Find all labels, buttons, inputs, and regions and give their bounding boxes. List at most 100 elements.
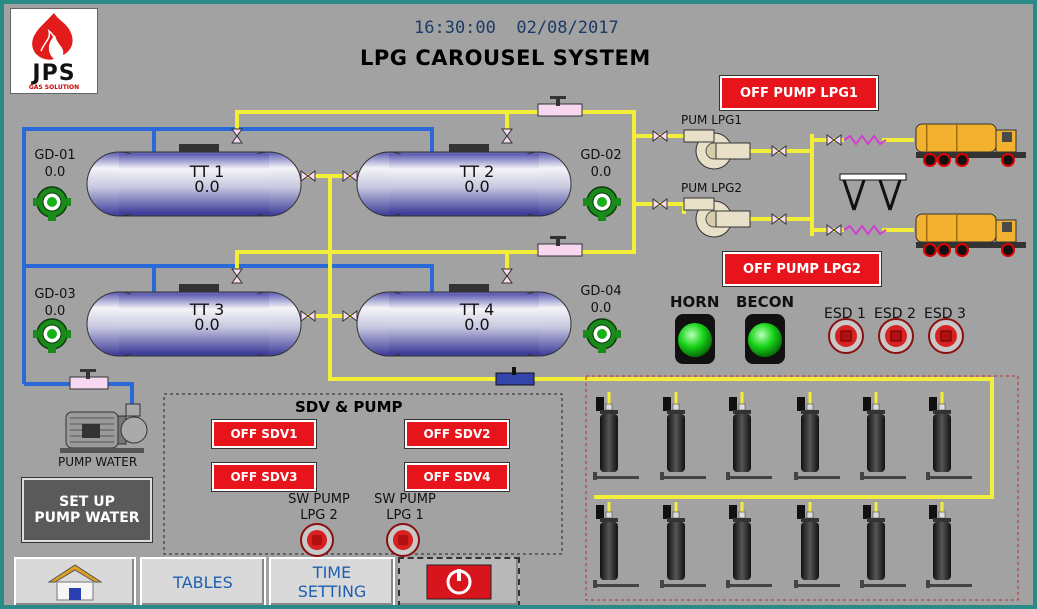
flame-icon <box>32 13 73 60</box>
sw-pump-lpg2-label: SW PUMP LPG 2 <box>288 492 350 523</box>
power-icon <box>426 564 492 600</box>
gas-cylinder-icon <box>925 396 973 481</box>
off-sdv2-button[interactable]: OFF SDV2 <box>405 420 509 448</box>
gas-detector-icon <box>582 318 622 354</box>
gas-cylinder-icon <box>592 396 640 481</box>
valve-icon[interactable] <box>771 213 787 225</box>
tank-name: TT 2 <box>459 162 495 181</box>
logo-text: JPS <box>32 61 76 86</box>
tank-tt4[interactable] <box>356 284 572 357</box>
barrier-icon <box>839 173 907 211</box>
becon-label: BECON <box>736 293 794 311</box>
valve-icon[interactable] <box>300 170 316 182</box>
valve-icon[interactable] <box>652 130 668 142</box>
valve-icon[interactable] <box>231 128 243 144</box>
pump-lpg2-icon[interactable] <box>683 197 751 238</box>
gas-cylinder-icon <box>859 396 907 481</box>
sw-pump-lpg1-label: SW PUMP LPG 1 <box>374 492 436 523</box>
power-button[interactable] <box>398 557 520 605</box>
gd-value: 0.0 <box>44 304 66 319</box>
gas-cylinder-icon <box>925 504 973 589</box>
sdv-valve-icon[interactable] <box>69 369 109 390</box>
tank-name: TT 4 <box>459 300 495 319</box>
water-pump-icon[interactable] <box>60 403 148 453</box>
tank-tt2-label: TT 2 0.0 <box>437 162 517 196</box>
off-sdv1-button[interactable]: OFF SDV1 <box>212 420 316 448</box>
tank-value: 0.0 <box>464 315 490 334</box>
sdv-panel-title: SDV & PUMP <box>295 398 403 416</box>
tank-tt1[interactable] <box>86 144 302 217</box>
horn-lamp-icon <box>675 314 715 364</box>
valve-icon[interactable] <box>826 224 842 236</box>
gd-label: GD-01 <box>34 148 76 163</box>
gas-cylinder-icon <box>725 396 773 481</box>
gd-value: 0.0 <box>590 165 612 180</box>
horn-label: HORN <box>670 293 720 311</box>
setup-pump-water-button[interactable]: SET UP PUMP WATER <box>22 478 152 542</box>
valve-icon[interactable] <box>300 310 316 322</box>
sdv-valve-icon[interactable] <box>495 367 535 386</box>
pump-water-label: PUMP WATER <box>58 455 138 469</box>
gd-value: 0.0 <box>590 301 612 316</box>
tank-name: TT 1 <box>189 162 225 181</box>
esd1-button[interactable] <box>828 318 864 354</box>
tanker-truck-icon <box>915 213 1027 257</box>
water-pipes <box>22 127 434 406</box>
gd-value: 0.0 <box>44 165 66 180</box>
tank-tt1-label: TT 1 0.0 <box>167 162 247 196</box>
valve-icon[interactable] <box>771 145 787 157</box>
valve-icon[interactable] <box>342 170 358 182</box>
pump-lpg2-label: PUM LPG2 <box>681 181 743 195</box>
valve-icon[interactable] <box>826 134 842 146</box>
gas-cylinder-icon <box>793 504 841 589</box>
valve-icon[interactable] <box>652 198 668 210</box>
gas-cylinder-icon <box>659 396 707 481</box>
sw-pump-lpg1-button[interactable] <box>386 523 420 557</box>
pump-lpg1-icon[interactable] <box>683 129 751 170</box>
tank-value: 0.0 <box>464 177 490 196</box>
gd-label: GD-03 <box>34 287 76 302</box>
page-title: LPG CAROUSEL SYSTEM <box>360 46 651 70</box>
off-sdv4-button[interactable]: OFF SDV4 <box>405 463 509 491</box>
gas-cylinder-icon <box>859 504 907 589</box>
tables-button[interactable]: TABLES <box>140 557 266 605</box>
gd-04-readout: GD-04 0.0 <box>576 283 626 317</box>
home-button[interactable] <box>14 557 136 605</box>
tank-tt3[interactable] <box>86 284 302 357</box>
valve-icon[interactable] <box>342 310 358 322</box>
gd-label: GD-02 <box>580 148 622 163</box>
esd1-label: ESD 1 <box>824 306 866 322</box>
tank-tt3-label: TT 3 0.0 <box>167 302 247 334</box>
datetime-display: 16:30:00 02/08/2017 <box>414 18 619 38</box>
off-pump-lpg2-button[interactable]: OFF PUMP LPG2 <box>723 252 881 286</box>
gd-02-readout: GD-02 0.0 <box>576 147 626 181</box>
sdv-valve-icon[interactable] <box>537 236 583 257</box>
valve-icon[interactable] <box>501 268 513 284</box>
gas-detector-icon <box>32 186 72 222</box>
tank-value: 0.0 <box>194 315 220 334</box>
gas-cylinder-icon <box>592 504 640 589</box>
filling-station-frame <box>585 375 1019 601</box>
gas-cylinder-icon <box>659 504 707 589</box>
tanker-truck-icon <box>915 123 1027 167</box>
sw-pump-lpg2-button[interactable] <box>300 523 334 557</box>
gas-cylinder-icon <box>725 504 773 589</box>
esd3-button[interactable] <box>928 318 964 354</box>
esd2-label: ESD 2 <box>874 306 916 322</box>
sdv-valve-icon[interactable] <box>537 96 583 117</box>
company-logo: JPS GAS SOLUTION <box>10 8 98 94</box>
gd-label: GD-04 <box>580 284 622 299</box>
logo-subtitle: GAS SOLUTION <box>28 84 80 91</box>
valve-icon[interactable] <box>501 128 513 144</box>
becon-lamp-icon <box>745 314 785 364</box>
off-sdv3-button[interactable]: OFF SDV3 <box>212 463 316 491</box>
sdv-panel-frame <box>163 393 563 555</box>
gd-01-readout: GD-01 0.0 <box>30 147 80 181</box>
time-setting-button[interactable]: TIME SETTING <box>269 557 395 605</box>
tank-value: 0.0 <box>194 177 220 196</box>
esd2-button[interactable] <box>878 318 914 354</box>
off-pump-lpg1-button[interactable]: OFF PUMP LPG1 <box>720 76 878 110</box>
valve-icon[interactable] <box>231 268 243 284</box>
tank-tt2[interactable] <box>356 144 572 217</box>
